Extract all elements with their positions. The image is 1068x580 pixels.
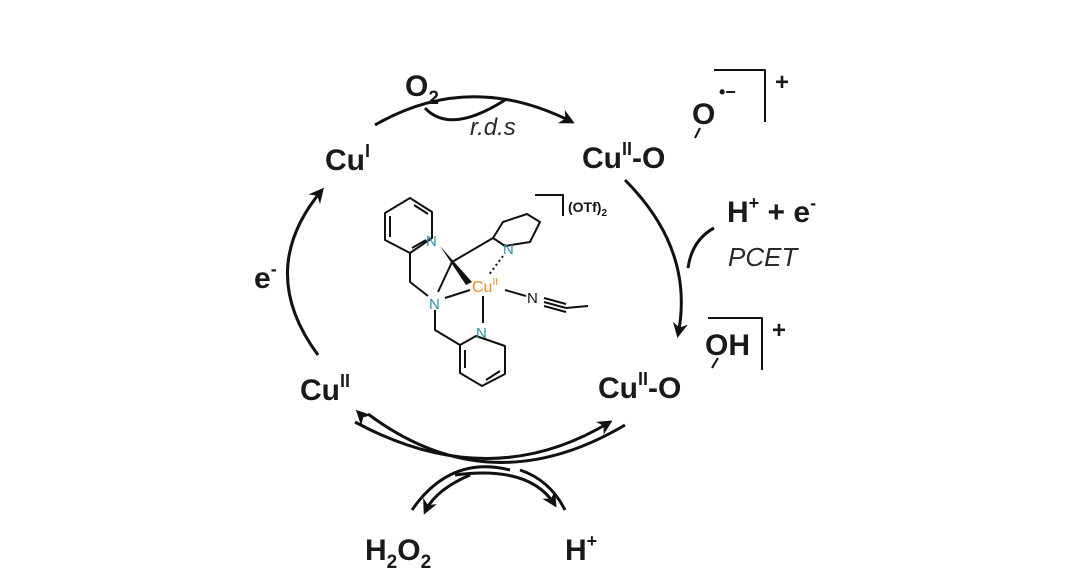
pcet-reagents-label: H+ + e- xyxy=(727,193,816,229)
svg-text:CuII: CuII xyxy=(472,277,498,296)
svg-text:OH: OH xyxy=(705,329,750,362)
arrow-cu-ii-to-cu-i xyxy=(286,187,324,356)
svg-text:•−: •− xyxy=(719,82,736,102)
svg-text:N: N xyxy=(476,325,487,342)
h2o2-label: H2O2 xyxy=(365,534,431,573)
svg-text:(OTf)2: (OTf)2 xyxy=(568,199,607,219)
svg-text:O: O xyxy=(692,98,715,131)
svg-text:N: N xyxy=(527,290,538,307)
arrow-proton-arc xyxy=(519,468,567,511)
cu-tpa-complex-structure: N N N N N CuII (OTf)2 xyxy=(384,194,607,387)
svg-text:N: N xyxy=(429,296,440,313)
arrow-o2-in xyxy=(423,98,506,122)
hydroperoxo-species: CuII-O OH + xyxy=(598,317,786,405)
arrow-h2o2-arc xyxy=(410,465,511,511)
svg-text:CuII-O: CuII-O xyxy=(598,369,681,405)
svg-text:N: N xyxy=(503,241,514,258)
cu-ii-label: CuII xyxy=(300,371,350,407)
svg-text:+: + xyxy=(775,69,789,96)
svg-text:N: N xyxy=(426,233,437,250)
svg-text:+: + xyxy=(772,317,786,344)
superoxo-species: CuII-O O •− + xyxy=(582,69,789,175)
arrow-cu-i-to-superoxo xyxy=(374,95,575,127)
electron-label: e- xyxy=(254,259,277,295)
arrow-h2o2-release xyxy=(423,473,471,515)
arrow-superoxo-to-hydroperoxo xyxy=(623,178,688,338)
rds-label: r.d.s xyxy=(470,114,516,141)
arrow-bottom-reverse-outer xyxy=(367,412,626,464)
svg-text:CuII-O: CuII-O xyxy=(582,139,665,175)
proton-label: H+ xyxy=(565,531,597,567)
cu-i-label: CuI xyxy=(325,141,370,177)
arrow-proton-in xyxy=(454,471,557,508)
arrow-pcet-in xyxy=(686,226,715,269)
arrow-bottom-forward xyxy=(354,420,613,460)
arrow-bottom-reverse xyxy=(355,409,372,426)
pcet-label: PCET xyxy=(728,242,799,272)
o2-label: O2 xyxy=(405,70,439,109)
